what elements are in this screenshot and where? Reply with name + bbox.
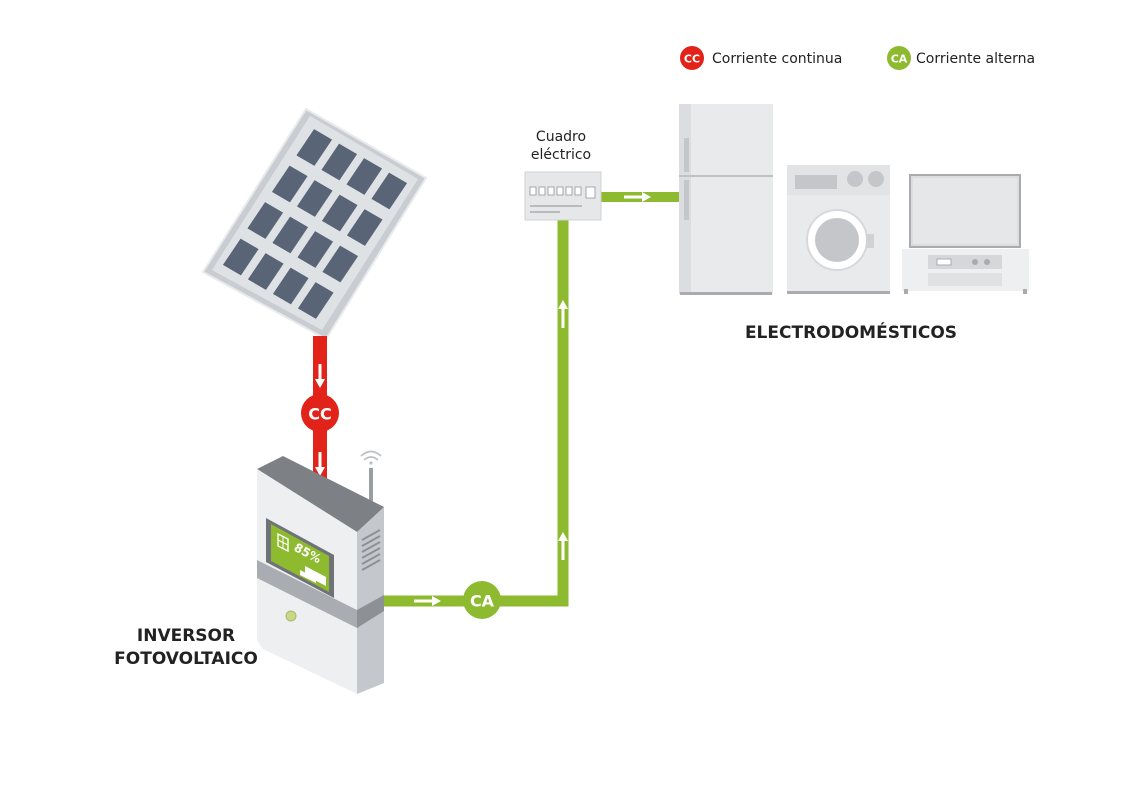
solar-cell — [247, 202, 284, 239]
legend-ac: CA Corriente alterna — [887, 46, 1035, 70]
solar-cell — [297, 282, 334, 319]
solar-cell — [296, 129, 333, 166]
ac-line-inverter-to-panel — [372, 220, 569, 607]
legend-ac-badge-text: CA — [891, 53, 908, 66]
solar-panel-mini-icon — [277, 532, 289, 553]
ac-badge-text: CA — [470, 592, 495, 611]
legend-dc-badge — [680, 46, 704, 70]
appliances-title: ELECTRODOMÉSTICOS — [745, 321, 957, 343]
solar-cell — [346, 209, 383, 246]
arrow-up-icon — [558, 300, 568, 328]
solar-cell — [222, 238, 259, 276]
inverter-label-line1: INVERSOR — [137, 626, 235, 646]
solar-panel-icon — [201, 107, 428, 341]
ac-badge: CA — [463, 581, 501, 619]
solar-cell — [271, 165, 308, 203]
arrow-down-icon — [315, 364, 325, 388]
status-led — [285, 610, 297, 622]
breaker-box-label-line1: Cuadro — [536, 129, 586, 145]
ac-lines — [372, 192, 680, 607]
inverter-icon: 85% — [257, 450, 384, 694]
fridge-icon — [679, 104, 773, 295]
dc-arrows — [315, 364, 325, 476]
solar-cell — [346, 158, 383, 195]
washing-machine-icon — [787, 165, 890, 294]
solar-cell — [321, 143, 358, 181]
legend-dc: CC Corriente continua — [680, 46, 842, 70]
legend-dc-label: Corriente continua — [712, 51, 842, 67]
solar-cell — [247, 253, 284, 290]
battery-icon — [300, 566, 326, 586]
arrow-down-icon — [315, 452, 325, 476]
solar-cell — [272, 216, 309, 254]
dc-badge: CC — [301, 394, 339, 432]
inverter-vents — [361, 529, 381, 571]
solar-cell — [296, 180, 333, 217]
solar-cell — [297, 231, 334, 268]
solar-cell — [371, 172, 408, 210]
arrow-right-icon — [414, 596, 441, 606]
solar-cell — [322, 245, 359, 283]
breaker-box-label-line2: eléctrico — [531, 147, 591, 163]
arrow-up-icon — [558, 532, 568, 560]
inverter-label-line2: FOTOVOLTAICO — [114, 649, 258, 669]
solar-cell — [272, 267, 309, 305]
legend: CC Corriente continua CA Corriente alter… — [680, 46, 1035, 70]
breaker-box-icon — [524, 171, 602, 221]
solar-cells — [222, 129, 408, 319]
legend-ac-badge — [887, 46, 911, 70]
tv-icon — [902, 174, 1029, 294]
legend-ac-label: Corriente alterna — [916, 51, 1035, 67]
legend-dc-badge-text: CC — [684, 53, 700, 66]
solar-cell — [321, 194, 358, 232]
wifi-icon — [360, 450, 382, 465]
ac-arrows — [414, 192, 651, 606]
arrow-right-icon — [624, 192, 651, 202]
dc-badge-text: CC — [308, 405, 331, 424]
